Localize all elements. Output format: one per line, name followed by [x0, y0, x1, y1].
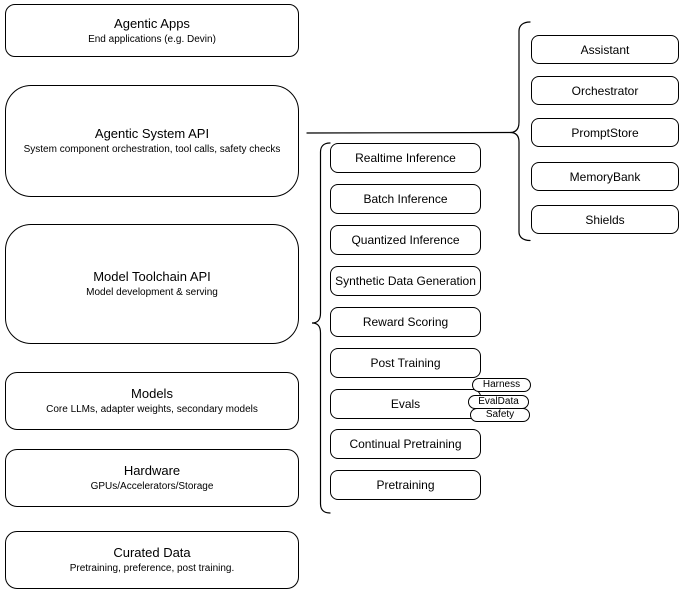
- node-title: Hardware: [123, 463, 181, 478]
- node-curated-data: Curated Data Pretraining, preference, po…: [5, 531, 299, 589]
- system-api-to-components-line: [306, 131, 511, 134]
- node-reward-scoring: Reward Scoring: [330, 307, 481, 337]
- node-post-training: Post Training: [330, 348, 481, 378]
- node-evals: Evals: [330, 389, 481, 419]
- node-title: Curated Data: [113, 545, 191, 560]
- node-title: Agentic Apps: [114, 15, 190, 31]
- tag-evaldata: EvalData: [468, 395, 529, 409]
- node-orchestrator: Orchestrator: [531, 76, 679, 105]
- toolchain-brace: [311, 142, 331, 514]
- node-assistant: Assistant: [531, 35, 679, 64]
- node-continual-pretraining: Continual Pretraining: [330, 429, 481, 459]
- node-agentic-apps: Agentic Apps End applications (e.g. Devi…: [5, 4, 299, 57]
- node-hardware: Hardware GPUs/Accelerators/Storage: [5, 449, 299, 507]
- tag-harness: Harness: [472, 378, 531, 392]
- node-pretraining: Pretraining: [330, 470, 481, 500]
- node-synthetic-data-generation: Synthetic Data Generation: [330, 266, 481, 296]
- node-models: Models Core LLMs, adapter weights, secon…: [5, 372, 299, 430]
- node-shields: Shields: [531, 205, 679, 234]
- node-subtitle: Pretraining, preference, post training.: [69, 563, 235, 574]
- node-realtime-inference: Realtime Inference: [330, 143, 481, 173]
- node-batch-inference: Batch Inference: [330, 184, 481, 214]
- node-subtitle: Core LLMs, adapter weights, secondary mo…: [46, 404, 258, 415]
- node-subtitle: GPUs/Accelerators/Storage: [90, 481, 214, 492]
- node-quantized-inference: Quantized Inference: [330, 225, 481, 255]
- node-subtitle: End applications (e.g. Devin): [88, 33, 216, 45]
- node-memorybank: MemoryBank: [531, 162, 679, 191]
- node-model-toolchain-api: Model Toolchain API Model development & …: [5, 224, 299, 344]
- tag-safety: Safety: [470, 408, 530, 422]
- node-title: Agentic System API: [94, 126, 210, 141]
- node-title: Model Toolchain API: [93, 269, 211, 284]
- node-subtitle: System component orchestration, tool cal…: [23, 144, 281, 155]
- node-agentic-system-api: Agentic System API System component orch…: [5, 85, 299, 197]
- system-components-brace: [509, 21, 531, 242]
- node-subtitle: Model development & serving: [86, 287, 218, 298]
- node-promptstore: PromptStore: [531, 118, 679, 147]
- node-title: Models: [131, 386, 173, 401]
